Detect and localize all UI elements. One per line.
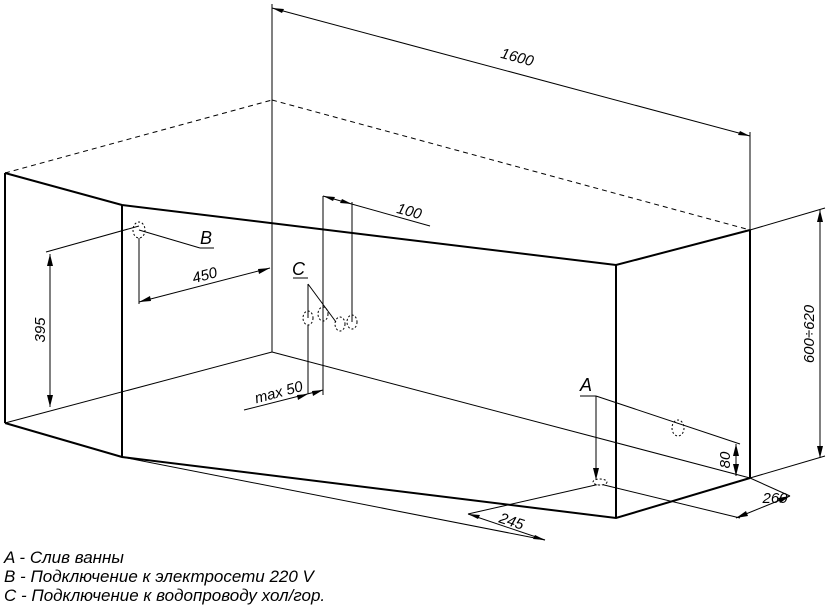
depth-label: 260 — [761, 490, 788, 507]
height-label: 600÷620 — [801, 304, 818, 363]
height-dimension: 600÷620 — [749, 207, 826, 479]
drain-height-label: 80 — [717, 451, 734, 468]
bathtub-outline — [4, 100, 751, 520]
legend-item-drain: A - Слив ванны — [4, 548, 124, 567]
marker-a-label: A — [579, 375, 592, 395]
drain-a: A 80 — [579, 375, 741, 486]
drain-offset-dimension: 245 — [121, 456, 601, 541]
drain-offset-label: 245 — [496, 509, 527, 533]
legend-item-power: B - Подключение к электросети 220 V — [4, 567, 314, 586]
depth-dimension: 260 — [599, 477, 791, 519]
length-label: 1600 — [499, 45, 536, 70]
water-spacing-label: 100 — [395, 200, 424, 223]
length-dimension: 1600 — [271, 4, 751, 230]
power-offset-label: 450 — [191, 264, 220, 287]
legend: A - Слив ванны B - Подключение к электро… — [4, 548, 325, 605]
hidden-edges — [4, 99, 751, 231]
power-height-label: 395 — [32, 317, 49, 343]
legend-item-water: C - Подключение к водопроводу хол/гор. — [4, 586, 326, 605]
water-max-label: max 50 — [253, 378, 306, 407]
marker-c-label: C — [292, 259, 306, 279]
marker-b-label: B — [200, 228, 212, 248]
power-b: B 395 450 — [32, 221, 271, 407]
